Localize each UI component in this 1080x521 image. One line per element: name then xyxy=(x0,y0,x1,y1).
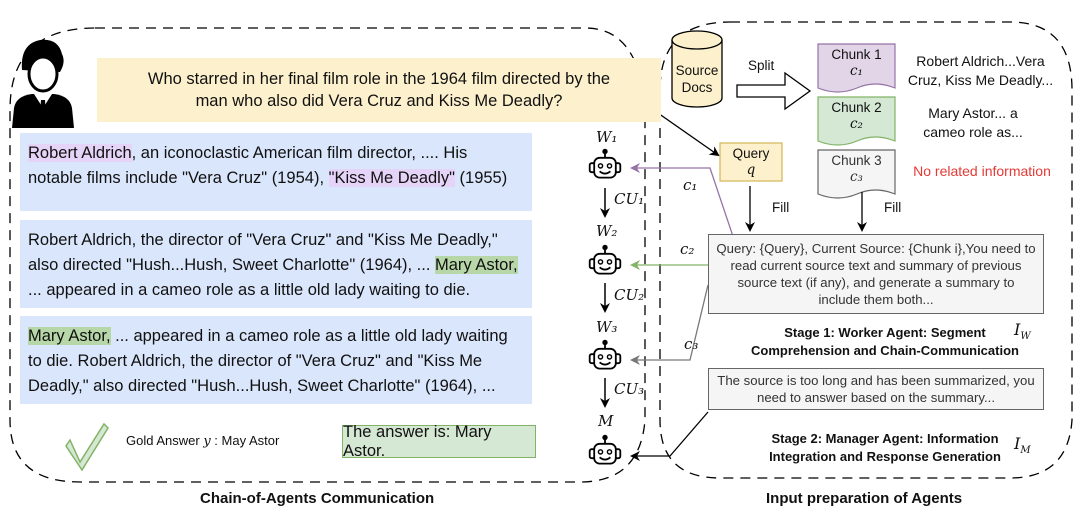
doc-text: (1955) xyxy=(454,169,508,187)
check-icon xyxy=(65,422,109,472)
right-region-border xyxy=(659,21,1073,479)
worker-agent-3-icon xyxy=(588,338,622,370)
c2-label: c₂ xyxy=(680,240,695,258)
chunk-3-text: No related information xyxy=(913,163,1051,179)
stage-2-label: Stage 2: Manager Agent: Information Inte… xyxy=(769,431,1001,464)
right-caption: Input preparation of Agents xyxy=(766,490,963,507)
user-icon xyxy=(12,39,74,128)
manager-agent-icon xyxy=(588,433,622,465)
cu1-label: CU₁ xyxy=(614,190,645,208)
chunk-var: c₁ xyxy=(850,63,863,79)
source-docs-icon xyxy=(671,30,723,108)
chunk-2-shape xyxy=(817,96,896,146)
cu2-label: CU₂ xyxy=(614,286,645,304)
query-var: q xyxy=(746,162,756,178)
w1-label: W₁ xyxy=(596,128,618,146)
chunk-title: Chunk 1 xyxy=(831,47,882,62)
chunk-1-text: Robert Aldrich...Vera Cruz, Kiss Me Dead… xyxy=(907,53,1054,88)
chunk-var: c₂ xyxy=(850,116,863,132)
worker-prompt-text: Query: {Query}, Current Source: {Chunk i… xyxy=(716,241,1036,307)
chunk-1-shape xyxy=(817,43,896,93)
doc-text: Robert Aldrich, the director of "Vera Cr… xyxy=(28,231,498,274)
m-label: M xyxy=(598,412,614,430)
highlight-entity: Robert Aldrich xyxy=(28,144,132,162)
question-text: Who starred in her final film role in th… xyxy=(147,70,611,110)
split-label: Split xyxy=(748,58,775,73)
source-docs-label: Source Docs xyxy=(672,62,722,96)
gold-label: Gold Answer xyxy=(126,433,204,448)
gold-answer: Gold Answer y : May Astor xyxy=(126,433,279,449)
gold-var: y xyxy=(203,434,211,449)
doc-text: , an iconoclastic American film director… xyxy=(28,144,468,187)
highlight-entity: Mary Astor, xyxy=(435,256,518,274)
c3-label: c₃ xyxy=(684,335,699,353)
source-docs-line: Docs xyxy=(681,80,713,95)
answer-box: The answer is: Mary Astor. xyxy=(342,422,536,460)
manager-input-arrow xyxy=(630,411,709,461)
im-label: IM xyxy=(1014,434,1031,457)
chunk-title: Chunk 2 xyxy=(831,100,882,115)
query-title: Query xyxy=(732,146,770,161)
chunk-2-label: Chunk 2 c₂ xyxy=(818,99,895,133)
stage-1-label: Stage 1: Worker Agent: Segment Comprehen… xyxy=(751,325,1019,358)
split-arrow xyxy=(736,71,812,111)
cu3-label: CU₃ xyxy=(614,380,645,398)
worker-agent-1-icon xyxy=(588,147,622,179)
fill-label-1: Fill xyxy=(772,200,790,215)
w2-label: W₂ xyxy=(596,222,618,240)
chunk-3-shape xyxy=(817,149,896,199)
chunk-var: c₃ xyxy=(850,169,863,185)
left-region-border xyxy=(9,27,646,483)
query-box xyxy=(719,142,783,182)
manager-prompt-text: The source is too long and has been summ… xyxy=(717,373,1035,405)
doc-1: Robert Aldrich, an iconoclastic American… xyxy=(20,133,532,211)
doc-3: Mary Astor, ... appeared in a cameo role… xyxy=(20,316,532,404)
w3-label: W₃ xyxy=(596,318,618,336)
doc-text: ... appeared in a cameo role as a little… xyxy=(28,281,471,299)
question-box: Who starred in her final film role in th… xyxy=(97,58,661,122)
manager-prompt-box: The source is too long and has been summ… xyxy=(708,368,1044,410)
query-label: Query q xyxy=(720,145,782,179)
worker-agent-2-icon xyxy=(588,243,622,275)
chunk-1-label: Chunk 1 c₁ xyxy=(818,46,895,80)
gold-value: : May Astor xyxy=(210,433,280,448)
iw-label: IW xyxy=(1014,320,1031,343)
fill-label-2: Fill xyxy=(884,200,902,215)
answer-text: The answer is: Mary Astor. xyxy=(343,422,492,460)
source-docs-line: Source xyxy=(675,63,719,78)
doc-text: ... appeared in a cameo role as a little… xyxy=(28,327,508,395)
left-caption: Chain-of-Agents Communication xyxy=(200,490,435,507)
highlight-entity: "Kiss Me Deadly" xyxy=(328,169,455,187)
chunk-2-text: Mary Astor... a cameo role as... xyxy=(923,105,1023,140)
chunk-title: Chunk 3 xyxy=(831,153,882,168)
worker-prompt-box: Query: {Query}, Current Source: {Chunk i… xyxy=(708,234,1044,314)
highlight-entity: Mary Astor, xyxy=(28,327,111,345)
doc-2: Robert Aldrich, the director of "Vera Cr… xyxy=(20,220,532,308)
chunk-3-label: Chunk 3 c₃ xyxy=(818,152,895,186)
c1-label: c₁ xyxy=(683,176,698,194)
c3-arrow xyxy=(630,284,709,365)
